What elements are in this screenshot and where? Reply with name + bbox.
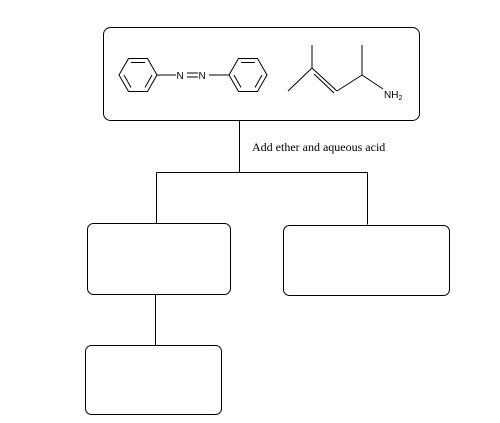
left-product-box <box>87 223 231 295</box>
bottom-product-box <box>85 345 222 415</box>
amine-structure <box>287 45 384 94</box>
left-phenyl-ring <box>118 58 158 92</box>
amine-group-label: NH2 <box>384 90 402 102</box>
azobenzene-structure <box>118 58 268 92</box>
right-phenyl-ring <box>228 58 268 92</box>
flow-connectors <box>155 120 368 346</box>
starting-mixture-box <box>103 27 420 121</box>
step-label: Add ether and aqueous acid <box>252 140 385 154</box>
nitrogen-atom-2: N <box>199 71 206 82</box>
right-product-box <box>283 225 450 296</box>
nitrogen-atom-1: N <box>177 71 184 82</box>
